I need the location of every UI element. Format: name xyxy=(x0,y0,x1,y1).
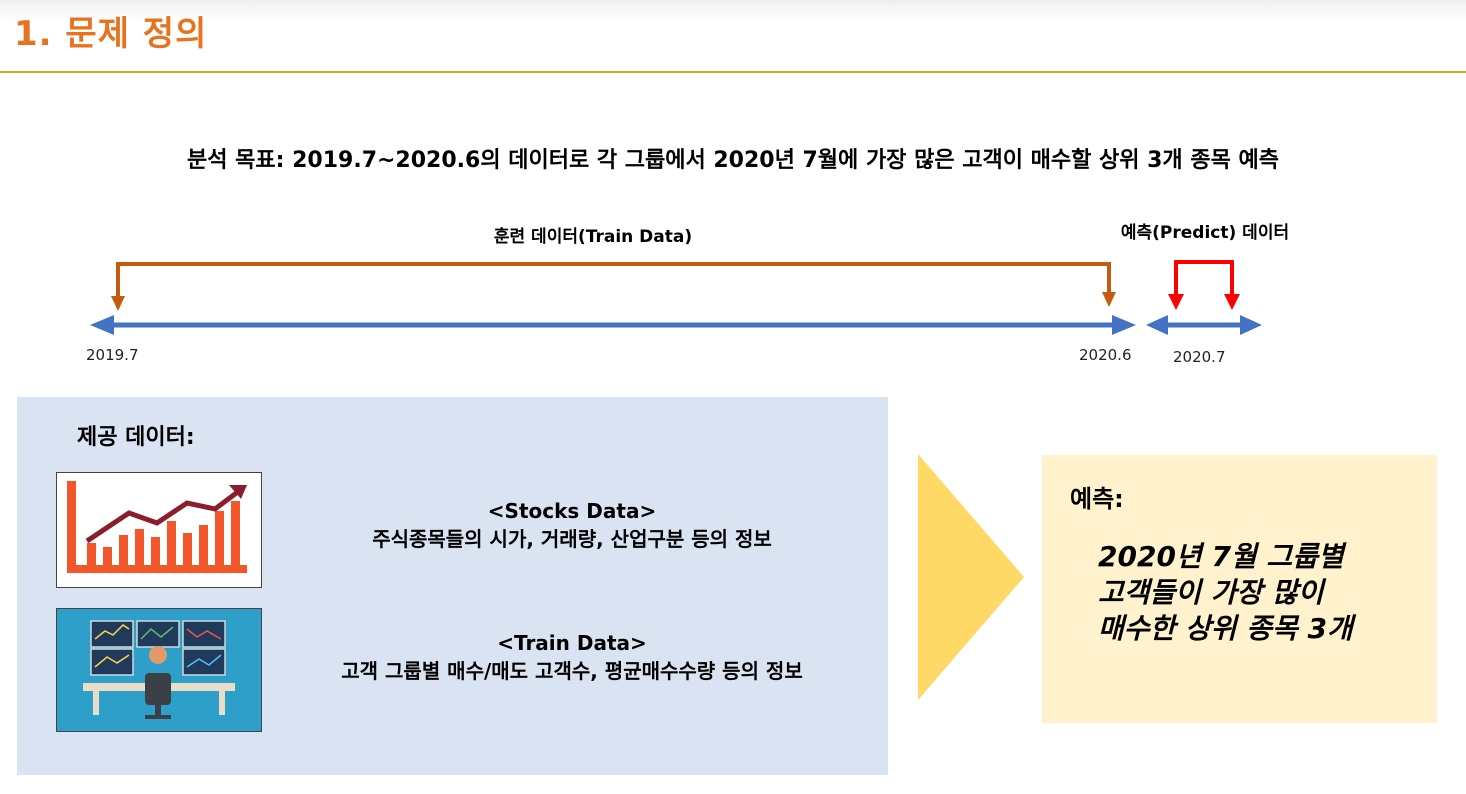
train-data-title: <Train Data> xyxy=(497,631,647,655)
trader-monitors-icon xyxy=(56,608,262,732)
analysis-goal: 분석 목표: 2019.7~2020.6의 데이터로 각 그룹에서 2020년 … xyxy=(187,148,1279,173)
train-bracket xyxy=(116,262,1111,300)
prediction-box: 예측: 2020년 7월 그룹별 고객들이 가장 많이 매수한 상위 종목 3개 xyxy=(1042,455,1437,723)
prediction-heading: 예측: xyxy=(1070,485,1124,513)
bar-chart-growth-icon xyxy=(56,472,262,588)
timeline-diagram xyxy=(90,260,1262,335)
predict-bracket xyxy=(1174,260,1234,298)
prediction-line: 매수한 상위 종목 3개 xyxy=(1098,612,1353,645)
predict-data-label: 예측(Predict) 데이터 xyxy=(1120,223,1290,243)
train-axis xyxy=(90,315,1136,335)
predict-start-arrowhead xyxy=(1168,294,1184,310)
slide-title: 1. 문제 정의 xyxy=(14,14,208,54)
top-band xyxy=(0,0,1466,20)
train-start-arrowhead xyxy=(111,296,125,311)
predict-axis xyxy=(1146,315,1262,335)
predict-date-label: 2020.7 xyxy=(1173,348,1226,366)
prediction-line: 2020년 7월 그룹별 xyxy=(1098,540,1344,573)
train-data-label: 훈련 데이터(Train Data) xyxy=(493,227,693,247)
prediction-text: 2020년 7월 그룹별 고객들이 가장 많이 매수한 상위 종목 3개 xyxy=(1098,539,1353,647)
train-end-arrowhead xyxy=(1102,292,1116,307)
stocks-data-description: <Stocks Data> 주식종목들의 시가, 거래량, 산업구분 등의 정보 xyxy=(272,497,872,553)
prediction-line: 고객들이 가장 많이 xyxy=(1098,576,1324,609)
train-data-description: <Train Data> 고객 그룹별 매수/매도 고객수, 평균매수수량 등의… xyxy=(272,629,872,685)
start-date-label: 2019.7 xyxy=(86,346,139,364)
stocks-data-title: <Stocks Data> xyxy=(487,499,657,523)
end-date-label: 2020.6 xyxy=(1079,346,1132,364)
predict-end-arrowhead xyxy=(1224,294,1240,310)
title-rule xyxy=(0,71,1466,73)
provided-data-panel: 제공 데이터: <Stocks Data> 주식종목들의 시가, 거래량, 산업… xyxy=(17,397,888,775)
chevron-right-icon xyxy=(918,454,1024,700)
train-data-text: 고객 그룹별 매수/매도 고객수, 평균매수수량 등의 정보 xyxy=(341,659,803,683)
stocks-data-text: 주식종목들의 시가, 거래량, 산업구분 등의 정보 xyxy=(372,527,772,551)
provided-data-heading: 제공 데이터: xyxy=(77,425,195,450)
